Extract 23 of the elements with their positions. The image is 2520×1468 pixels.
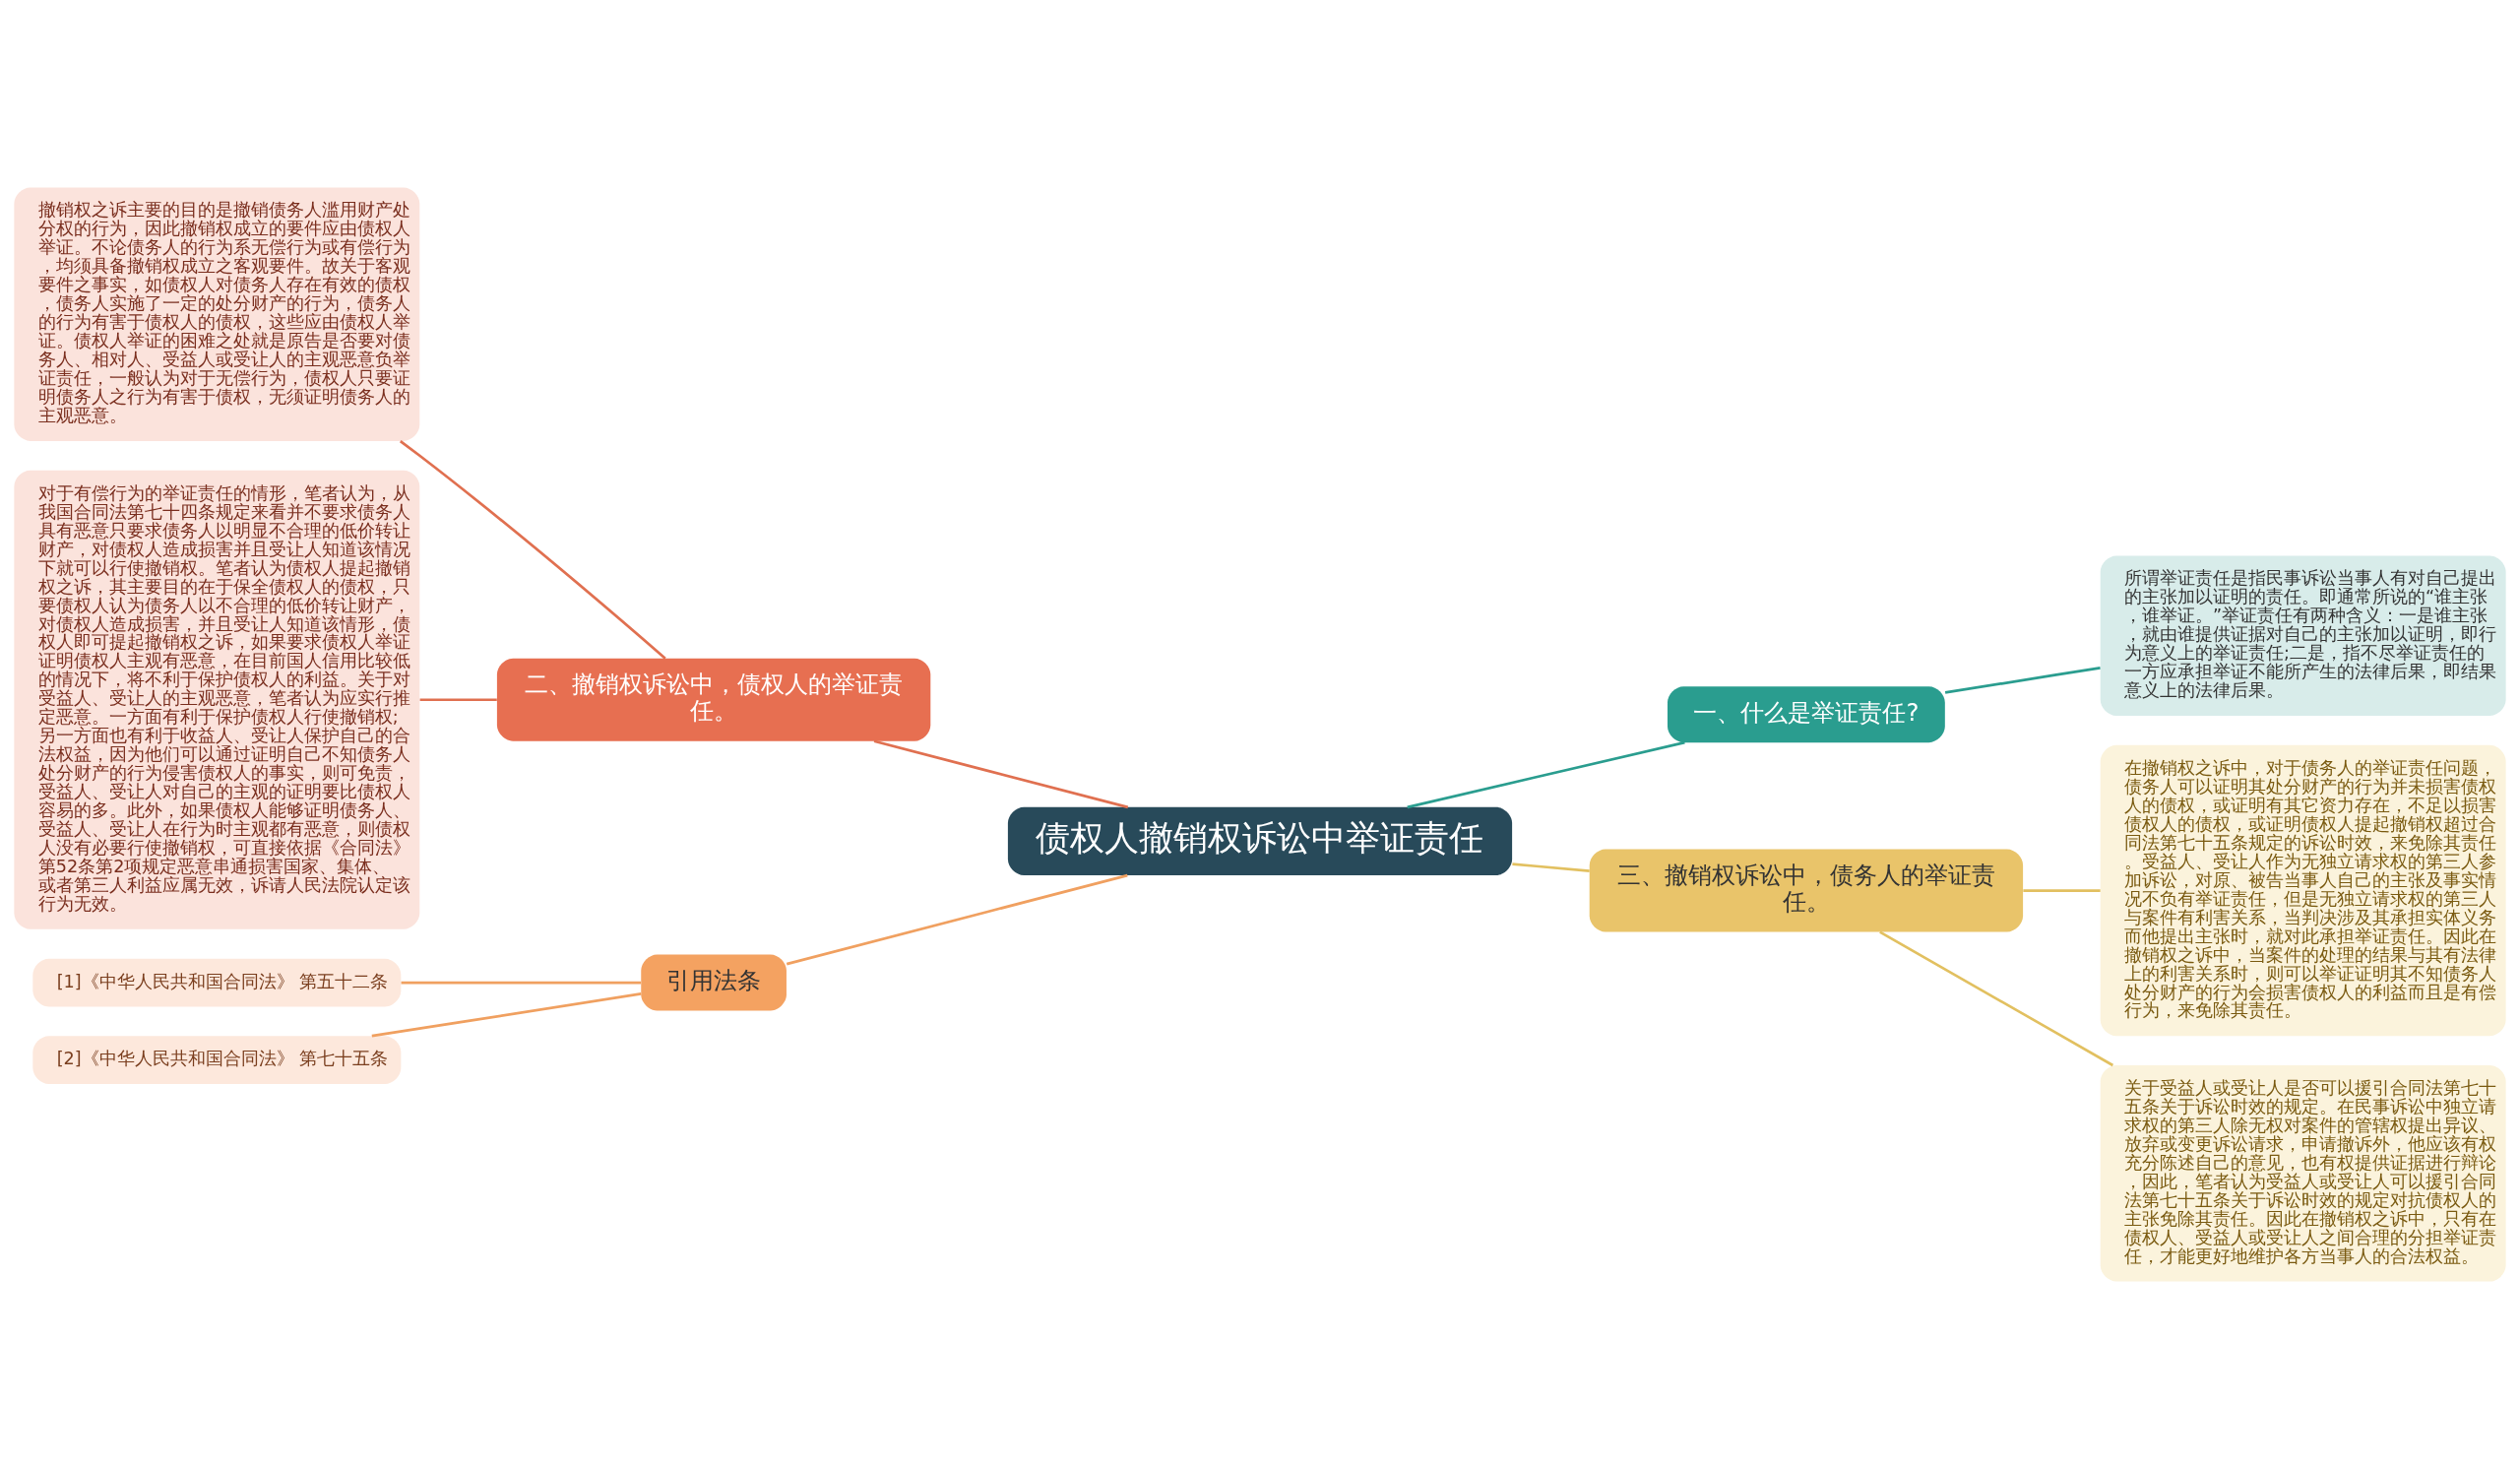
node-box: 一、什么是举证责任?: [1667, 685, 1945, 742]
node-box: [2]《中华人民共和国合同法》 第七十五条: [32, 1035, 402, 1084]
node-box: 对于有偿行为的举证责任的情形，笔者认为，从我国合同法第七十四条规定来看并不要求债务人具有恶意只要求债务人以明显不合理的低价转让财产，对债权人造成损害并且受让人知道该情况下就可以行使撤销权。笔者认为债权人提起撤销权之诉，其主要目的在于保全债权人的债权，只要债权人认为债务人以不合理的低价转让财产，对债权人造成损害，并且受让人知道该情形，债权人即可提起撤销权之诉，如果要求债权人举证证明债权人主观有恶意，在目前国人信用比较低的情况下，将不利于保护债权人的利益。关于对受益人、受让人的主观恶意，笔者认为应实行推定恶意。一方面有利于保护债权人行使撤销权;另一方面也有利于收益人、受让人保护自己的合法权益，因为他们可以通过证明自己不知债务人处分财产的行为侵害债权人的事实，则可免责，受益人、受让人对自己的主观的证明要比债权人容易的多。此外，如果债权人能够证明债务人、受益人、受让人在行为时主观都有恶意，则债权人没有必要行使撤销权，可直接依据《合同法》第52条第2项规定恶意串通损害国家、集体、或者第三人利益应属无效，诉请人民法院认定该行为无效。: [14, 470, 420, 929]
connector: [786, 873, 1128, 965]
connector: [873, 739, 1129, 808]
node-box: 二、撤销权诉讼中，债权人的举证责任。: [496, 658, 931, 741]
node-box: 撤销权之诉主要的目的是撤销债务人滥用财产处分权的行为，因此撤销权成立的要件应由债权人举证。不论债务人的行为系无偿行为或有偿行为，均须具备撤销权成立之客观要件。故关于客观要件之事实，如债权人对债务人存在有效的债权，债务人实施了一定的处分财产的行为，债务人的行为有害于债权人的债权，这些应由债权人举证。债权人举证的困难之处就是原告是否要对债务人、相对人、受益人或受让人的主观恶意负举证责任，一般认为对于无偿行为，债权人只要证明债务人之行为有害于债权，无须证明债务人的主观恶意。: [14, 186, 420, 441]
node-box: 三、撤销权诉讼中，债务人的举证责任。: [1589, 849, 2024, 932]
node-box: 在撤销权之诉中，对于债务人的举证责任问题，债务人可以证明其处分财产的行为并未损害债权人的债权，或证明有其它资力存在，不足以损害债权人的债权，或证明债权人提起撤销权超过合同法第七十五条规定的诉讼时效，来免除其责任。受益人、受让人作为无独立请求权的第三人参加诉讼，对原、被告当事人自己的主张及事实情况不负有举证责任，但是无独立请求权的第三人与案件有利害关系，当判决涉及其承担实体义务而他提出主张时，就对此承担举证责任。因此在撤销权之诉中，当案件的处理的结果与其有法律上的利害关系时，则可以举证证明其不知债务人处分财产的行为会损害债权人的利益而且是有偿行为，来免除其责任。: [2100, 744, 2506, 1036]
node-box: [1]《中华人民共和国合同法》 第五十二条: [32, 958, 402, 1006]
connector: [371, 991, 642, 1038]
connector: [400, 439, 666, 660]
node-box: 所谓举证责任是指民事诉讼当事人有对自己提出的主张加以证明的责任。即通常所说的“谁主张，谁举证。”举证责任有两种含义：一是谁主张，就由谁提供证据对自己的主张加以证明，即行为意义上的举证责任;二是，指不尽举证责任的一方应承担举证不能所产生的法律后果，即结果意义上的法律后果。: [2100, 554, 2506, 716]
connector: [1879, 929, 2114, 1066]
node-box: 关于受益人或受让人是否可以援引合同法第七十五条关于诉讼时效的规定。在民事诉讼中独立请求权的第三人除无权对案件的管辖权提出异议、放弃或变更诉讼请求，申请撤诉外，他应该有权充分陈述自己的意见，也有权提供证据进行辩论，因此，笔者认为受益人或受让人可以援引合同法第七十五条关于诉讼时效的规定对抗债权人的主张免除其责任。因此在撤销权之诉中，只有在债权人、受益人或受让人之间合理的分担举证责任，才能更好地维护各方当事人的合法权益。: [2100, 1064, 2506, 1282]
connector: [1944, 666, 2101, 694]
connector: [1512, 862, 1590, 872]
connector: [401, 981, 641, 984]
connector: [1407, 740, 1685, 808]
connector: [419, 697, 497, 701]
node-box: 引用法条: [641, 954, 787, 1010]
connector: [2023, 888, 2101, 892]
node-box: 债权人撤销权诉讼中举证责任: [1007, 806, 1513, 875]
